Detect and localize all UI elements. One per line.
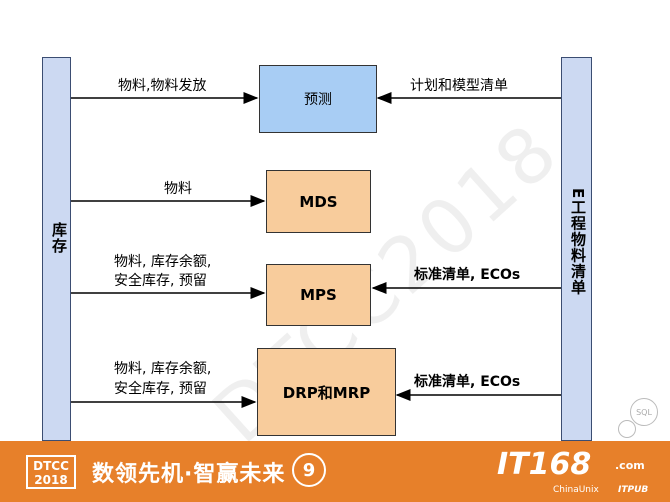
mps-label: MPS xyxy=(300,286,337,304)
dtcc-logo-bottom: 2018 xyxy=(34,473,68,487)
label-drp-line1: 物料, 库存余额, xyxy=(114,361,212,377)
forecast-label: 预测 xyxy=(304,92,332,108)
mds-box: MDS xyxy=(266,170,371,233)
sql-icon: SQL xyxy=(630,398,658,426)
drp-mrp-label: DRP和MRP xyxy=(282,383,371,402)
edition-badge: 9 xyxy=(292,453,326,487)
label-std-bom-ecos-2: 标准清单, ECOs xyxy=(414,374,521,390)
it168-com: .com xyxy=(615,459,645,472)
sql-icon-text: SQL xyxy=(636,407,652,417)
dtcc-logo: DTCC 2018 xyxy=(26,455,76,489)
label-std-bom-ecos-1: 标准清单, ECOs xyxy=(414,267,521,283)
slogan: 数领先机·智赢未来 xyxy=(92,462,286,487)
drp-mrp-box: DRP和MRP xyxy=(257,348,396,436)
database-icon xyxy=(618,420,636,438)
label-drp-line2: 安全库存, 预留 xyxy=(114,381,207,397)
itpub-logo: ITPUB xyxy=(618,485,649,495)
mds-label: MDS xyxy=(299,192,338,211)
it168-logo: IT168 xyxy=(497,447,592,482)
flow-arrows xyxy=(71,92,561,408)
footer-banner: DTCC 2018 数领先机·智赢未来 9 IT168 .com ChinaUn… xyxy=(0,441,670,502)
chinaunix-logo: ChinaUnix xyxy=(553,485,599,495)
forecast-box: 预测 xyxy=(259,65,377,133)
dtcc-logo-top: DTCC xyxy=(33,459,69,473)
label-materials-issue: 物料,物料发放 xyxy=(118,78,207,94)
mps-box: MPS xyxy=(266,264,371,326)
label-materials: 物料 xyxy=(164,181,192,197)
label-mps-line1: 物料, 库存余额, xyxy=(114,254,212,270)
engineering-bom-bar xyxy=(561,57,592,441)
label-plan-model-bom: 计划和模型清单 xyxy=(410,78,508,94)
engineering-bom-label: E工程物料清单 xyxy=(569,188,587,296)
edition-number: 9 xyxy=(302,459,316,481)
label-mps-line2: 安全库存, 预留 xyxy=(114,273,207,289)
inventory-bar xyxy=(42,57,71,441)
inventory-label: 库存 xyxy=(50,222,68,254)
